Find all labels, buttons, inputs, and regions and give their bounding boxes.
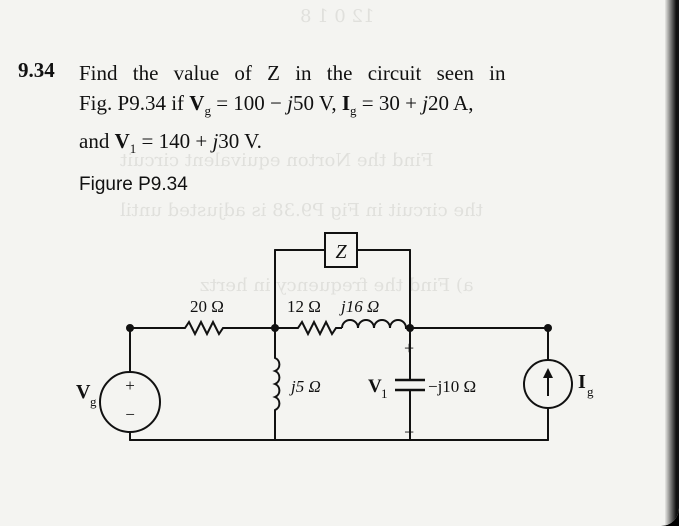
resistor-20-label: 20 Ω bbox=[190, 297, 224, 316]
vg-plus-sign: + bbox=[125, 376, 135, 395]
v1-subscript: 1 bbox=[381, 386, 388, 401]
vg-subscript: g bbox=[90, 394, 97, 409]
figure-label: Figure P9.34 bbox=[79, 174, 188, 195]
circuit-nodes bbox=[126, 324, 552, 332]
v1-label: V bbox=[368, 376, 382, 397]
resistor-12-ohm bbox=[297, 319, 342, 337]
inductor-j16 bbox=[341, 319, 410, 329]
v1-minus-sign: − bbox=[404, 422, 414, 442]
resistor-12-label: 12 Ω bbox=[287, 297, 321, 316]
problem-statement: Find the value of Z in the circuit seen … bbox=[79, 58, 639, 164]
capacitor-label: −j10 Ω bbox=[428, 377, 476, 396]
inductor-j5 bbox=[272, 357, 281, 411]
problem-line-1: Find the value of Z in the circuit seen … bbox=[79, 61, 506, 85]
up-arrow-icon bbox=[543, 368, 553, 378]
problem-line-2: Fig. P9.34 if Vg = 100 − j50 V, Ig = 30 … bbox=[79, 91, 474, 119]
inductor-j16-label: j16 Ω bbox=[339, 297, 379, 316]
ig-subscript: g bbox=[587, 384, 594, 399]
current-source-ig bbox=[523, 359, 573, 409]
page-edge-shadow bbox=[665, 0, 679, 526]
circuit-wires bbox=[129, 249, 549, 441]
resistor-20-ohm bbox=[184, 319, 228, 337]
vg-label: V bbox=[76, 381, 91, 403]
problem-number: 9.34 bbox=[18, 58, 55, 82]
impedance-z-box bbox=[324, 232, 358, 268]
inductor-j5-label: j5 Ω bbox=[289, 377, 321, 396]
voltage-source-vg bbox=[99, 371, 161, 433]
vg-minus-sign: − bbox=[125, 405, 135, 424]
ig-label: I bbox=[578, 371, 586, 393]
impedance-z-label: Z bbox=[335, 241, 347, 263]
problem-line-3: and V1 = 140 + j30 V. bbox=[79, 129, 262, 157]
capacitor bbox=[395, 378, 425, 392]
v1-plus-sign: + bbox=[404, 338, 414, 358]
